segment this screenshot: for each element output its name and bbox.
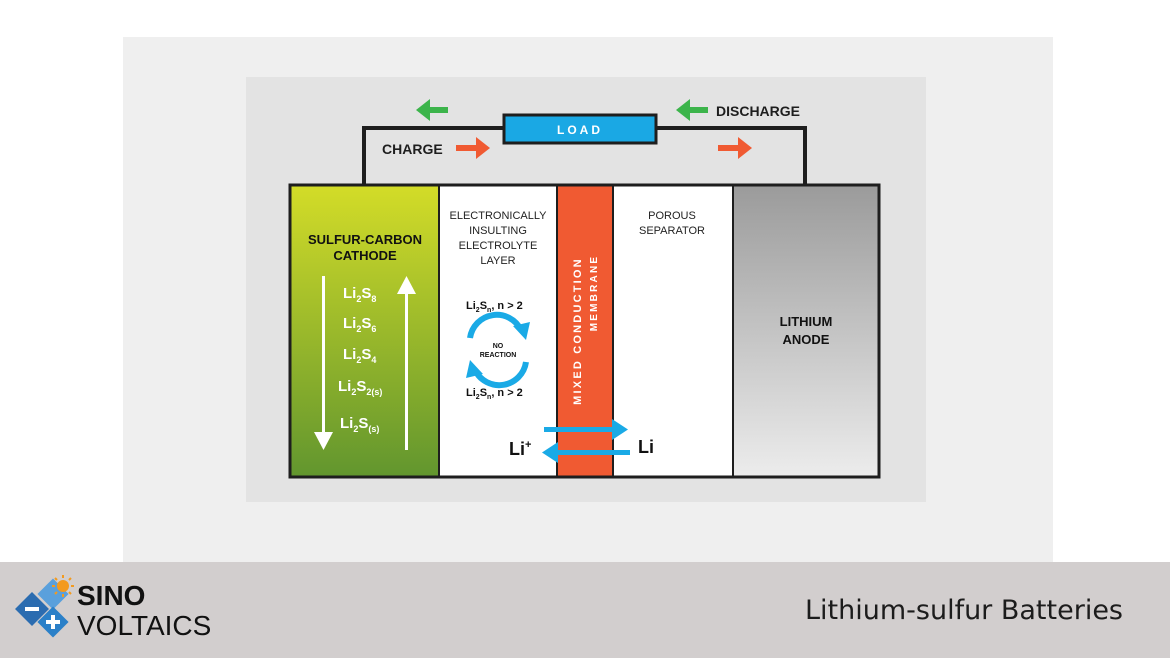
footer-bar [0,562,1170,658]
load-label: LOAD [557,123,603,137]
anode-line2: ANODE [783,332,830,347]
no-reaction-cycle-icon [467,311,529,389]
electrolyte-label: ELECTRONICALLY INSULTING ELECTROLYTE LAY… [450,210,548,267]
discharge-down-arrow [314,276,333,450]
cathode-title-line1: SULFUR-CARBON [308,232,422,247]
cycle-arrowhead-bottom [466,360,483,378]
discharge-arrow [676,99,708,121]
logo-text-line2: VOLTAICS [77,610,211,641]
battery-diagram: LOAD DISCHARGE CHARGE SULFUR-CARBON CATH… [288,99,881,479]
separator-line2: SEPARATOR [639,225,705,237]
electrolyte-line2: INSULTING [469,225,527,237]
electrolyte-line1: ELECTRONICALLY [450,210,548,222]
species-li2s4: Li2S4 [343,346,376,365]
charge-arrow [456,137,490,159]
sinovoltaics-logo: SINO VOLTAICS [15,575,211,641]
species-li2s6: Li2S6 [343,315,376,334]
anode-line1: LITHIUM [780,314,833,329]
load-box [502,113,658,145]
species-li2s2s: Li2S2(s) [338,378,382,397]
charge-up-arrow [397,276,416,450]
discharge-arrow-right [718,137,752,159]
cycle-label-line2: REACTION [480,352,517,359]
membrane-region [557,186,613,476]
separator-region [613,186,733,476]
electrolyte-species-bottom: Li2Sn, n > 2 [466,387,523,401]
li-ion-transport-arrows [542,419,630,463]
species-li2s8: Li2S8 [343,285,376,304]
charge-label: CHARGE [382,141,443,157]
li-ion-label: Li+ [509,439,531,459]
membrane-label-line2: MEMBRANE [589,255,600,332]
anode-region [733,186,879,476]
electrolyte-species-top: Li2Sn, n > 2 [466,300,523,314]
membrane-label-line1: MIXED CONDUCTION [572,257,584,405]
li-metal-label: Li [638,437,654,457]
electrolyte-region [439,186,557,476]
cathode-region [291,186,439,476]
circuit-wire [362,126,807,186]
charge-arrow-top-left [416,99,448,121]
cycle-label-line1: NO [493,343,504,350]
logo-mark-icon [15,575,74,638]
cathode-species: Li2S8 Li2S6 Li2S4 Li2S2(s) Li2S(s) [338,285,382,434]
cycle-arrowhead-top [513,322,530,340]
separator-line1: POROUS [648,210,696,222]
species-li2s-s: Li2S(s) [340,415,379,434]
logo-text-line1: SINO [77,580,145,611]
membrane-label: MIXED CONDUCTION MEMBRANE [572,255,600,405]
cathode-title-line2: CATHODE [333,248,397,263]
footer-title: Lithium-sulfur Batteries [804,595,1123,626]
electrolyte-line4: LAYER [480,255,515,267]
discharge-label: DISCHARGE [716,103,800,119]
electrolyte-line3: ELECTROLYTE [459,240,538,252]
